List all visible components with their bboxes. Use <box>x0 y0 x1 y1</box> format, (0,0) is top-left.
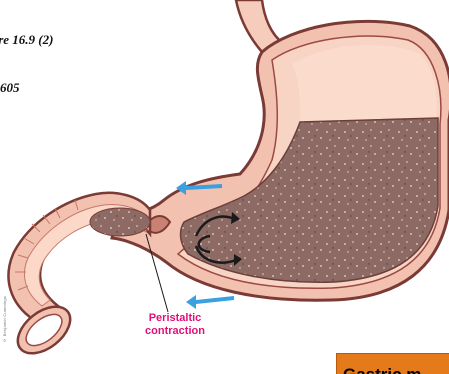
caption-line-2: e 605 <box>0 80 53 96</box>
copyright-credit: © Benjamin Cummings <box>2 296 7 343</box>
gastric-title-text: Gastric m <box>343 365 421 374</box>
fundus <box>292 45 437 122</box>
caption-line-1: ure 16.9 (2) <box>0 32 53 48</box>
figure-caption: ure 16.9 (2) e 605 <box>0 0 53 112</box>
gastric-title-box: Gastric m <box>336 353 449 374</box>
label-line-2: contraction <box>132 325 218 338</box>
duodenal-bolus <box>90 208 150 236</box>
label-line-1: Peristaltic <box>132 312 218 325</box>
peristaltic-contraction-label: Peristaltic contraction <box>132 312 218 338</box>
